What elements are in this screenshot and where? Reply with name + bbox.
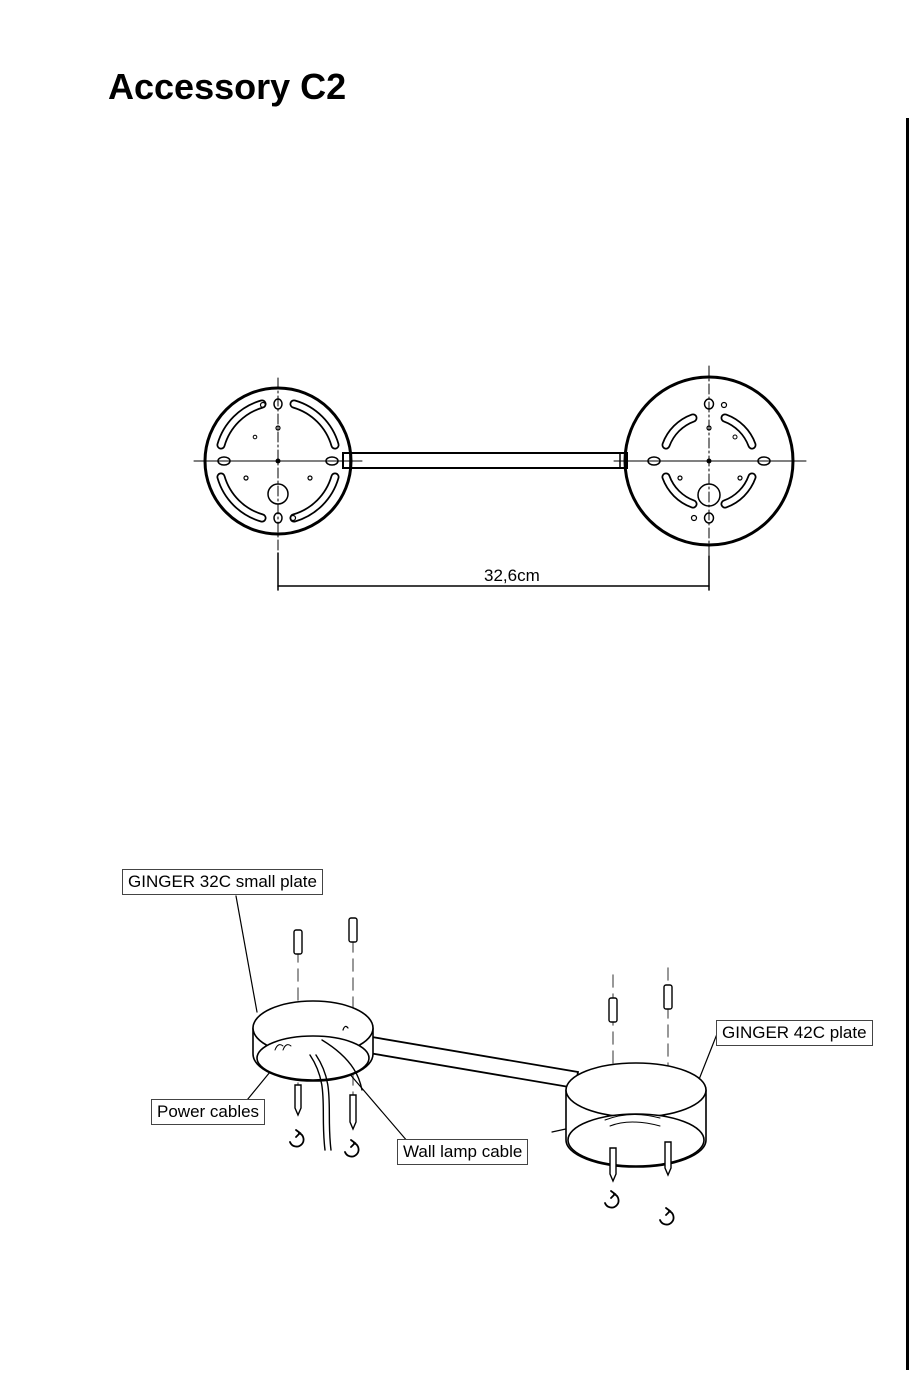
cables xyxy=(309,1039,363,1151)
small-plate-top-view xyxy=(193,377,363,554)
label-large-plate: GINGER 42C plate xyxy=(716,1020,873,1046)
exploded-connecting-bar xyxy=(367,1035,580,1090)
label-power-cables: Power cables xyxy=(151,1099,266,1125)
screws xyxy=(294,1084,672,1183)
dimension-label: 32,6cm xyxy=(484,566,540,585)
page-title: Accessory C2 xyxy=(108,66,347,107)
small-plate-exploded xyxy=(252,1000,374,1082)
page-margin-rule xyxy=(906,118,909,1370)
label-wall-lamp-cable: Wall lamp cable xyxy=(397,1139,529,1165)
large-plate-top-view xyxy=(613,365,807,557)
dimension-line xyxy=(277,552,710,591)
wall-plugs xyxy=(293,917,673,1023)
label-small-plate: GINGER 32C small plate xyxy=(122,869,323,895)
large-plate-exploded xyxy=(565,1062,707,1168)
top-view-drawing xyxy=(193,365,807,591)
rotation-arrows xyxy=(289,1129,675,1226)
